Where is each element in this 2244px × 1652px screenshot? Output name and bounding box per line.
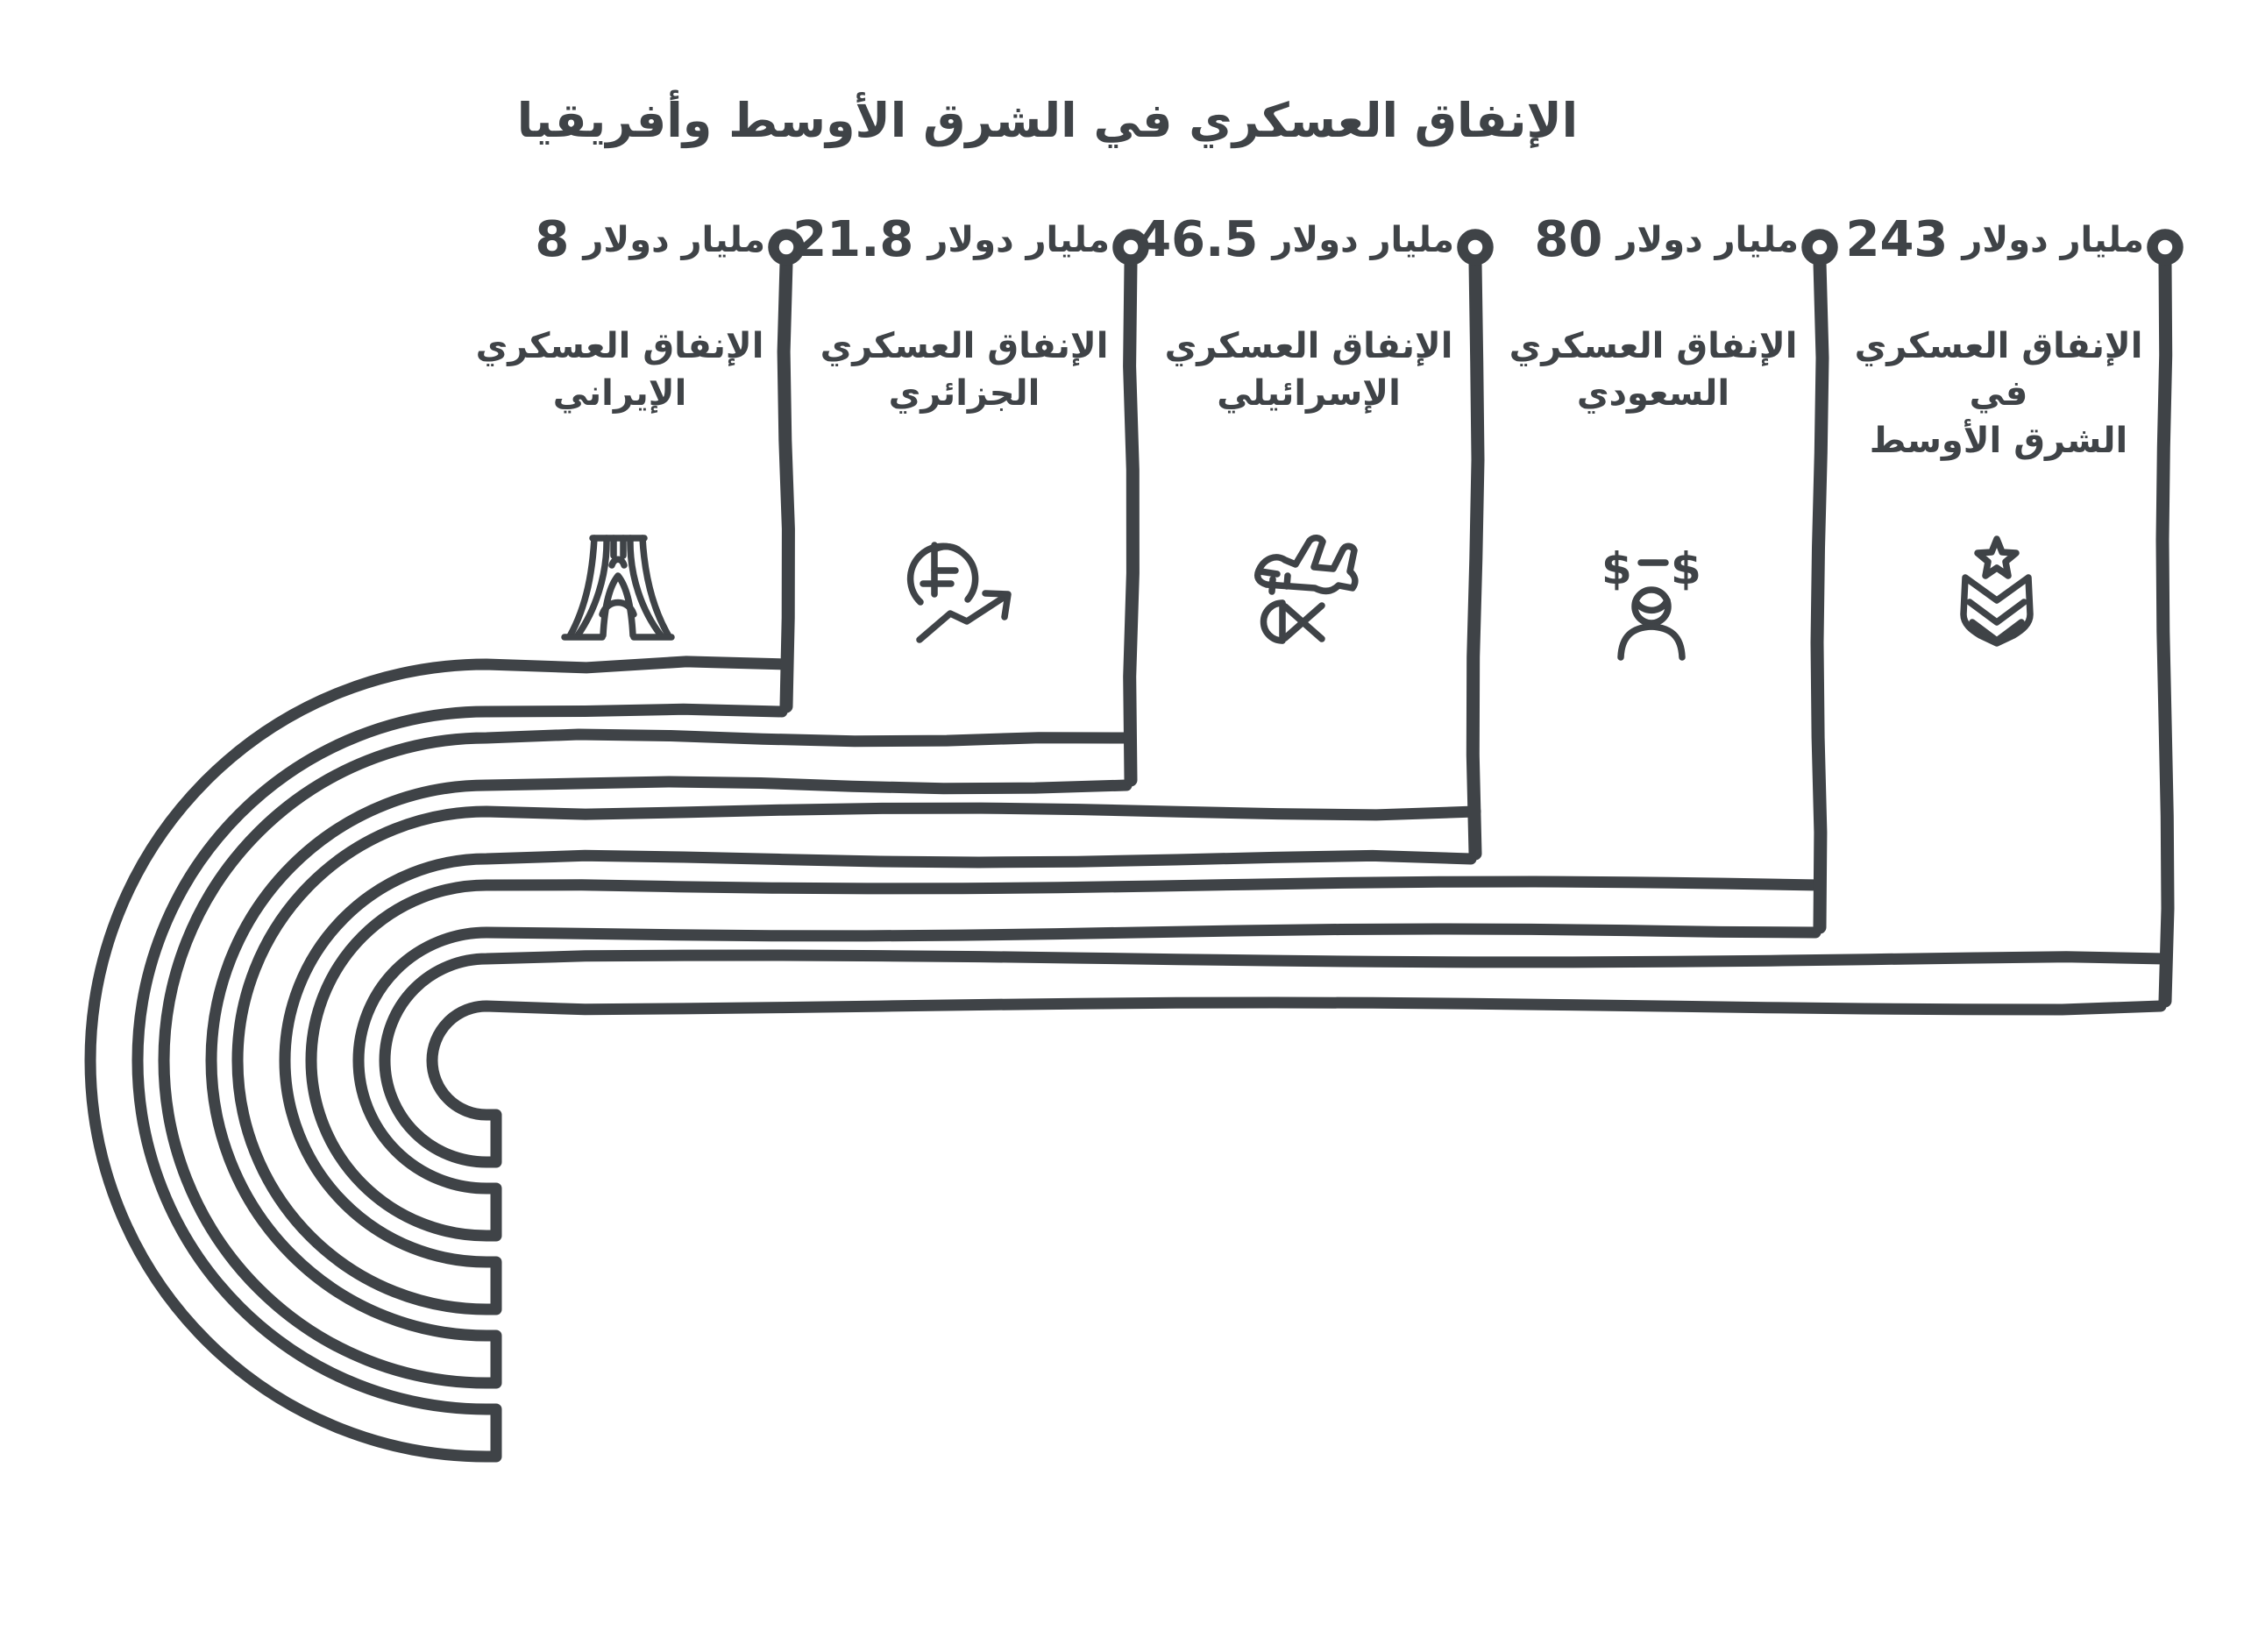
label-line: الجزائري — [888, 373, 1040, 414]
label-line: الإنفاق العسكري — [1164, 326, 1453, 366]
pin-marker-algeria — [1112, 229, 1149, 266]
connector-ribbon-algeria — [158, 728, 1137, 1389]
connector-stem-middle-east — [2155, 256, 2175, 1008]
value-unit: مليار دولار — [583, 220, 765, 260]
connector-ribbon-middle-east — [379, 949, 2171, 1168]
label-line: الإنفاق العسكري — [1509, 326, 1798, 366]
franc-coin-growth-icon: ₣ — [906, 542, 1012, 643]
connector-stem-algeria — [1123, 256, 1140, 787]
column-label-israel: الإنفاق العسكري الإسرائيلي — [1142, 323, 1475, 417]
value-number: 46.5 — [1137, 211, 1259, 268]
label-line: السعودي — [1576, 373, 1730, 414]
military-rank-icon — [1960, 535, 2034, 647]
value-callout-iran: 8 مليار دولار — [535, 216, 765, 265]
value-callout-algeria: 21.8 مليار دولار — [792, 216, 1110, 265]
column-label-iran: الإنفاق العسكري الإيراني — [453, 323, 786, 417]
dollar-sign: $ — [1671, 543, 1701, 594]
connector-ribbon-saudi — [305, 876, 1826, 1242]
connector-stem-saudi — [1810, 256, 1829, 934]
value-unit: مليار دولار — [927, 220, 1110, 260]
column-label-middle-east: الإنفاق العسكري في الشرق الأوسط — [1832, 323, 2165, 464]
person-shoulders — [1617, 623, 1686, 661]
person-head — [1631, 586, 1672, 627]
column-label-algeria: الإنفاق العسكري الجزائري — [798, 323, 1131, 417]
label-line: الإسرائيلي — [1217, 373, 1401, 414]
connector-stem-iran — [777, 256, 795, 713]
connector-ribbon-israel — [231, 802, 1481, 1315]
value-unit: مليار دولار — [1616, 220, 1799, 260]
pin-marker-israel — [1457, 229, 1494, 266]
pin-marker-iran — [768, 229, 805, 266]
label-line: الإنفاق العسكري في — [1854, 326, 2143, 414]
value-callout-middle-east: 243 مليار دولار — [1845, 216, 2144, 265]
dollar-sign: $ — [1601, 543, 1632, 594]
person-money-icon: $ $ — [1601, 543, 1701, 661]
chevron-shield — [1960, 574, 2034, 647]
azadi-tower-icon — [561, 535, 675, 641]
value-number: 8 — [535, 211, 570, 268]
person-face-band — [1632, 597, 1671, 614]
pin-marker-middle-east — [2147, 229, 2184, 266]
column-label-saudi: الإنفاق العسكري السعودي — [1487, 323, 1820, 417]
value-number: 80 — [1534, 211, 1603, 268]
value-unit: مليار دولار — [1962, 220, 2144, 260]
bomber-jet-icon — [1253, 535, 1359, 644]
value-unit: مليار دولار — [1272, 220, 1454, 260]
value-number: 243 — [1845, 211, 1949, 268]
connector-stem-israel — [1466, 256, 1485, 861]
value-callout-saudi: 80 مليار دولار — [1534, 216, 1799, 265]
value-callout-israel: 46.5 مليار دولار — [1137, 216, 1454, 265]
label-line: الشرق الأوسط — [1869, 421, 2128, 461]
label-line: الإنفاق العسكري — [475, 326, 764, 366]
star-glyph — [1974, 535, 2020, 579]
connector-ribbon-iran — [84, 656, 792, 1463]
label-line: الإيراني — [552, 373, 687, 414]
value-number: 21.8 — [792, 211, 914, 268]
chevron-stripe — [1969, 619, 2025, 644]
pin-marker-saudi — [1801, 229, 1838, 266]
chevron-stripe — [1966, 599, 2027, 626]
label-line: الإنفاق العسكري — [820, 326, 1109, 366]
chart-title: الإنفاق العسكري في الشرق الأوسط وأفريقيا — [516, 93, 1579, 148]
